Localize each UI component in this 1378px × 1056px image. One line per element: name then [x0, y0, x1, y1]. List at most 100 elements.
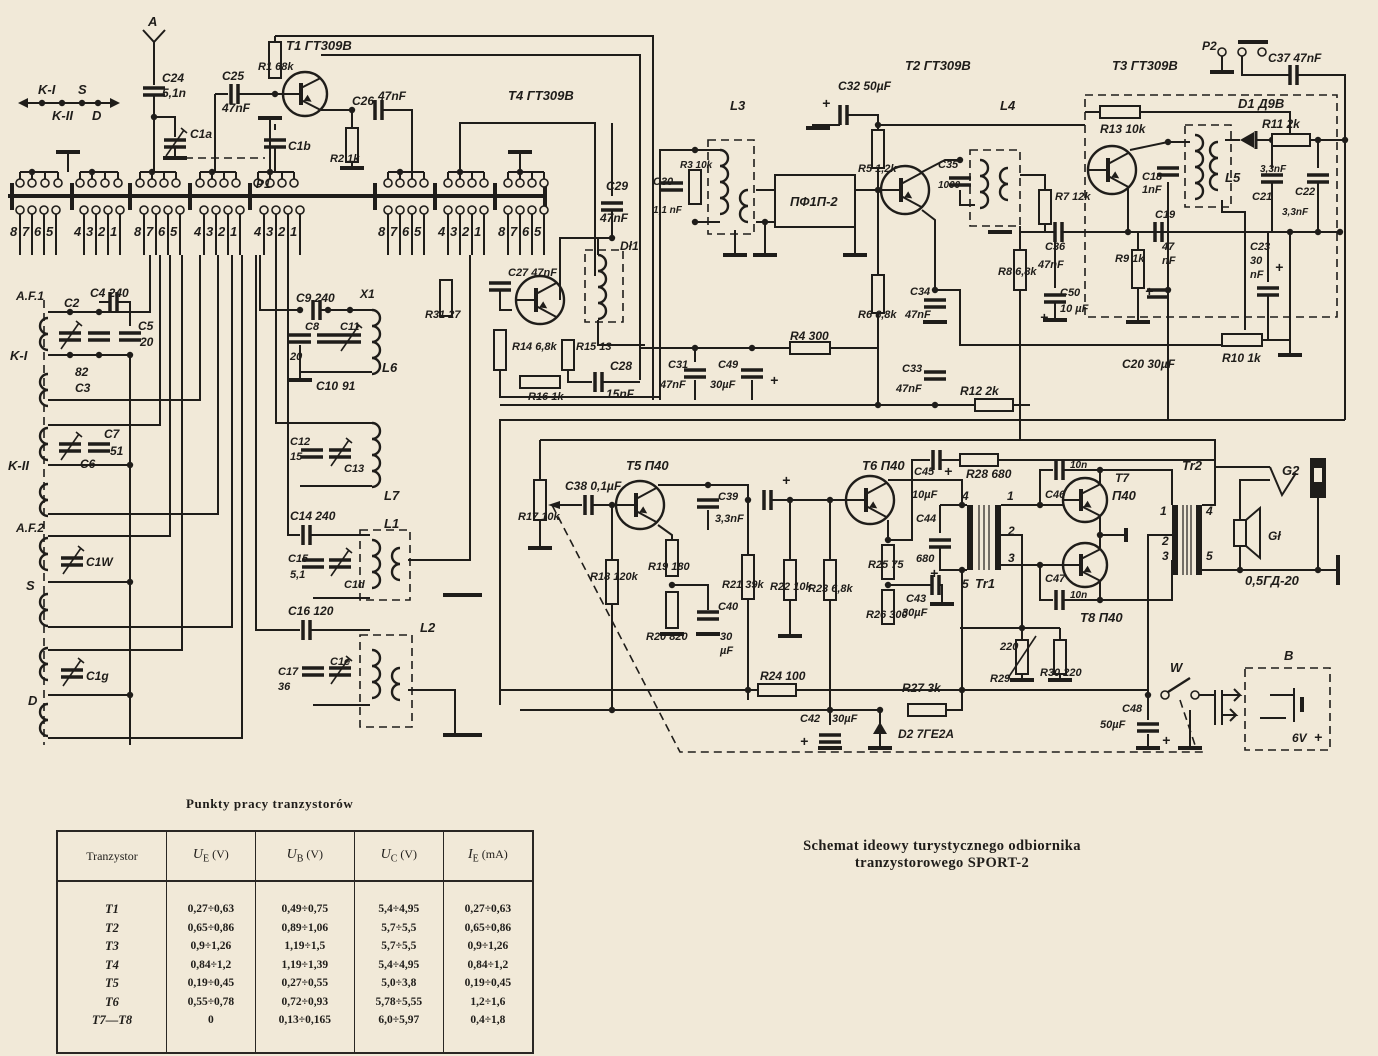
label-c26-value: 47nF — [377, 89, 407, 103]
label-c19: C19 — [1155, 209, 1176, 221]
label-c21-value: 3,3nF — [1260, 164, 1287, 175]
cell-value: 0,55÷0,78 — [165, 992, 256, 1011]
junction-dot — [66, 351, 74, 359]
junction-dot — [38, 99, 46, 107]
wire — [408, 689, 456, 735]
label-b: B — [1284, 648, 1293, 663]
label-c29: C29 — [606, 179, 628, 193]
transistor-t8-emitter — [1080, 570, 1101, 582]
wire — [382, 109, 413, 172]
switch-pin-label: 1 — [290, 224, 297, 239]
junction-dot — [126, 461, 134, 469]
antenna-coil-primary — [38, 316, 49, 352]
label-battery-voltage: 6V — [1292, 731, 1308, 745]
switch-pin-label: 4 — [253, 224, 262, 239]
plus-sign: + — [1314, 729, 1322, 745]
switch-pin-label: 3 — [86, 224, 94, 239]
switch-contact — [515, 178, 525, 188]
switch-contact — [139, 205, 149, 215]
junction-dot — [58, 99, 66, 107]
wire — [1202, 455, 1216, 506]
antenna-coil-secondary — [38, 482, 49, 518]
junction-dot — [956, 156, 964, 164]
switch-pin-label: 4 — [193, 224, 202, 239]
switch-contact — [479, 178, 489, 188]
trimmer-arrow — [355, 322, 363, 329]
transistor-t1-collector — [300, 77, 321, 89]
wire — [921, 159, 960, 173]
inductor-l6 — [371, 308, 382, 376]
label-l5: L5 — [1225, 170, 1241, 185]
label-speaker: 0,5ГД-20 — [1245, 573, 1300, 588]
switch-contact — [113, 178, 123, 188]
trimmer-arrow — [62, 547, 82, 575]
transistor-t6-collector — [865, 481, 888, 495]
wire — [1020, 174, 1046, 190]
label-d2: D2 7ГЕ2А — [898, 727, 954, 741]
label-c40: C40 — [718, 601, 739, 613]
switch-contact — [455, 178, 465, 188]
wire — [1001, 534, 1023, 630]
cell-value: 0,9÷1,26 — [165, 937, 256, 956]
col-header-transistor: Tranzystor — [55, 831, 167, 882]
label-x1: X1 — [359, 287, 375, 301]
switch-contact — [527, 178, 537, 188]
switch-contact — [39, 205, 49, 215]
label-w: W — [1170, 660, 1184, 675]
tr1-pin-1: 1 — [1007, 489, 1014, 503]
label-c26: C26 — [352, 94, 374, 108]
plus-sign: + — [1040, 309, 1048, 325]
tr1-primary-winding — [967, 505, 973, 570]
cell-value: 5,7÷5,5 — [353, 937, 444, 956]
label-g2: G2 — [1282, 463, 1300, 478]
switch-contact — [163, 205, 173, 215]
transistor-t4-collector — [535, 281, 558, 295]
switch-contact — [91, 205, 101, 215]
switch-contact — [277, 178, 287, 188]
junction-dot — [94, 99, 102, 107]
resistor — [757, 683, 797, 697]
wire — [287, 255, 300, 536]
junction-dot — [608, 706, 616, 714]
trimmer-arrow — [165, 129, 185, 157]
switch-contact — [1217, 47, 1227, 57]
resistor — [871, 129, 885, 169]
resistor — [871, 274, 885, 314]
jack-g2-contact — [1269, 466, 1297, 498]
switch-contact — [419, 205, 429, 215]
junction-dot — [148, 168, 156, 176]
switch-contact — [265, 178, 275, 188]
inductor-l2-secondary — [390, 666, 401, 702]
switch-contact — [40, 178, 50, 188]
junction-dot — [608, 501, 616, 509]
junction-dot — [691, 218, 699, 226]
wire — [597, 320, 645, 346]
resistor — [688, 169, 702, 205]
junction-dot — [1124, 228, 1132, 236]
cell-value: 1,2÷1,6 — [442, 992, 534, 1011]
switch-contact — [87, 178, 97, 188]
junction-dot — [208, 168, 216, 176]
label-c31: C31 — [668, 359, 688, 371]
plus-sign: + — [822, 95, 830, 111]
diagram-caption: Schemat ideowy turystycznego odbiornika … — [752, 838, 1132, 872]
switch-contact — [395, 178, 405, 188]
junction-dot — [608, 234, 616, 242]
tr2-pin-5: 5 — [1206, 549, 1213, 563]
label-r22: R22 10k — [770, 581, 812, 593]
junction-dot — [1144, 691, 1152, 699]
switch-pin-label: 7 — [146, 224, 154, 239]
switch-contact — [479, 205, 489, 215]
label-c28-value: 15nF — [606, 387, 635, 401]
label-c50-value: 10 µF — [1060, 303, 1089, 315]
switch-pin-label: 1 — [110, 224, 117, 239]
switch-contact — [503, 205, 513, 215]
label-c20: C20 30µF — [1122, 357, 1176, 371]
switch-contact — [443, 178, 453, 188]
label-c4: C4 240 — [90, 286, 129, 300]
switch-contact — [253, 178, 263, 188]
label-c6: C6 — [80, 457, 96, 471]
